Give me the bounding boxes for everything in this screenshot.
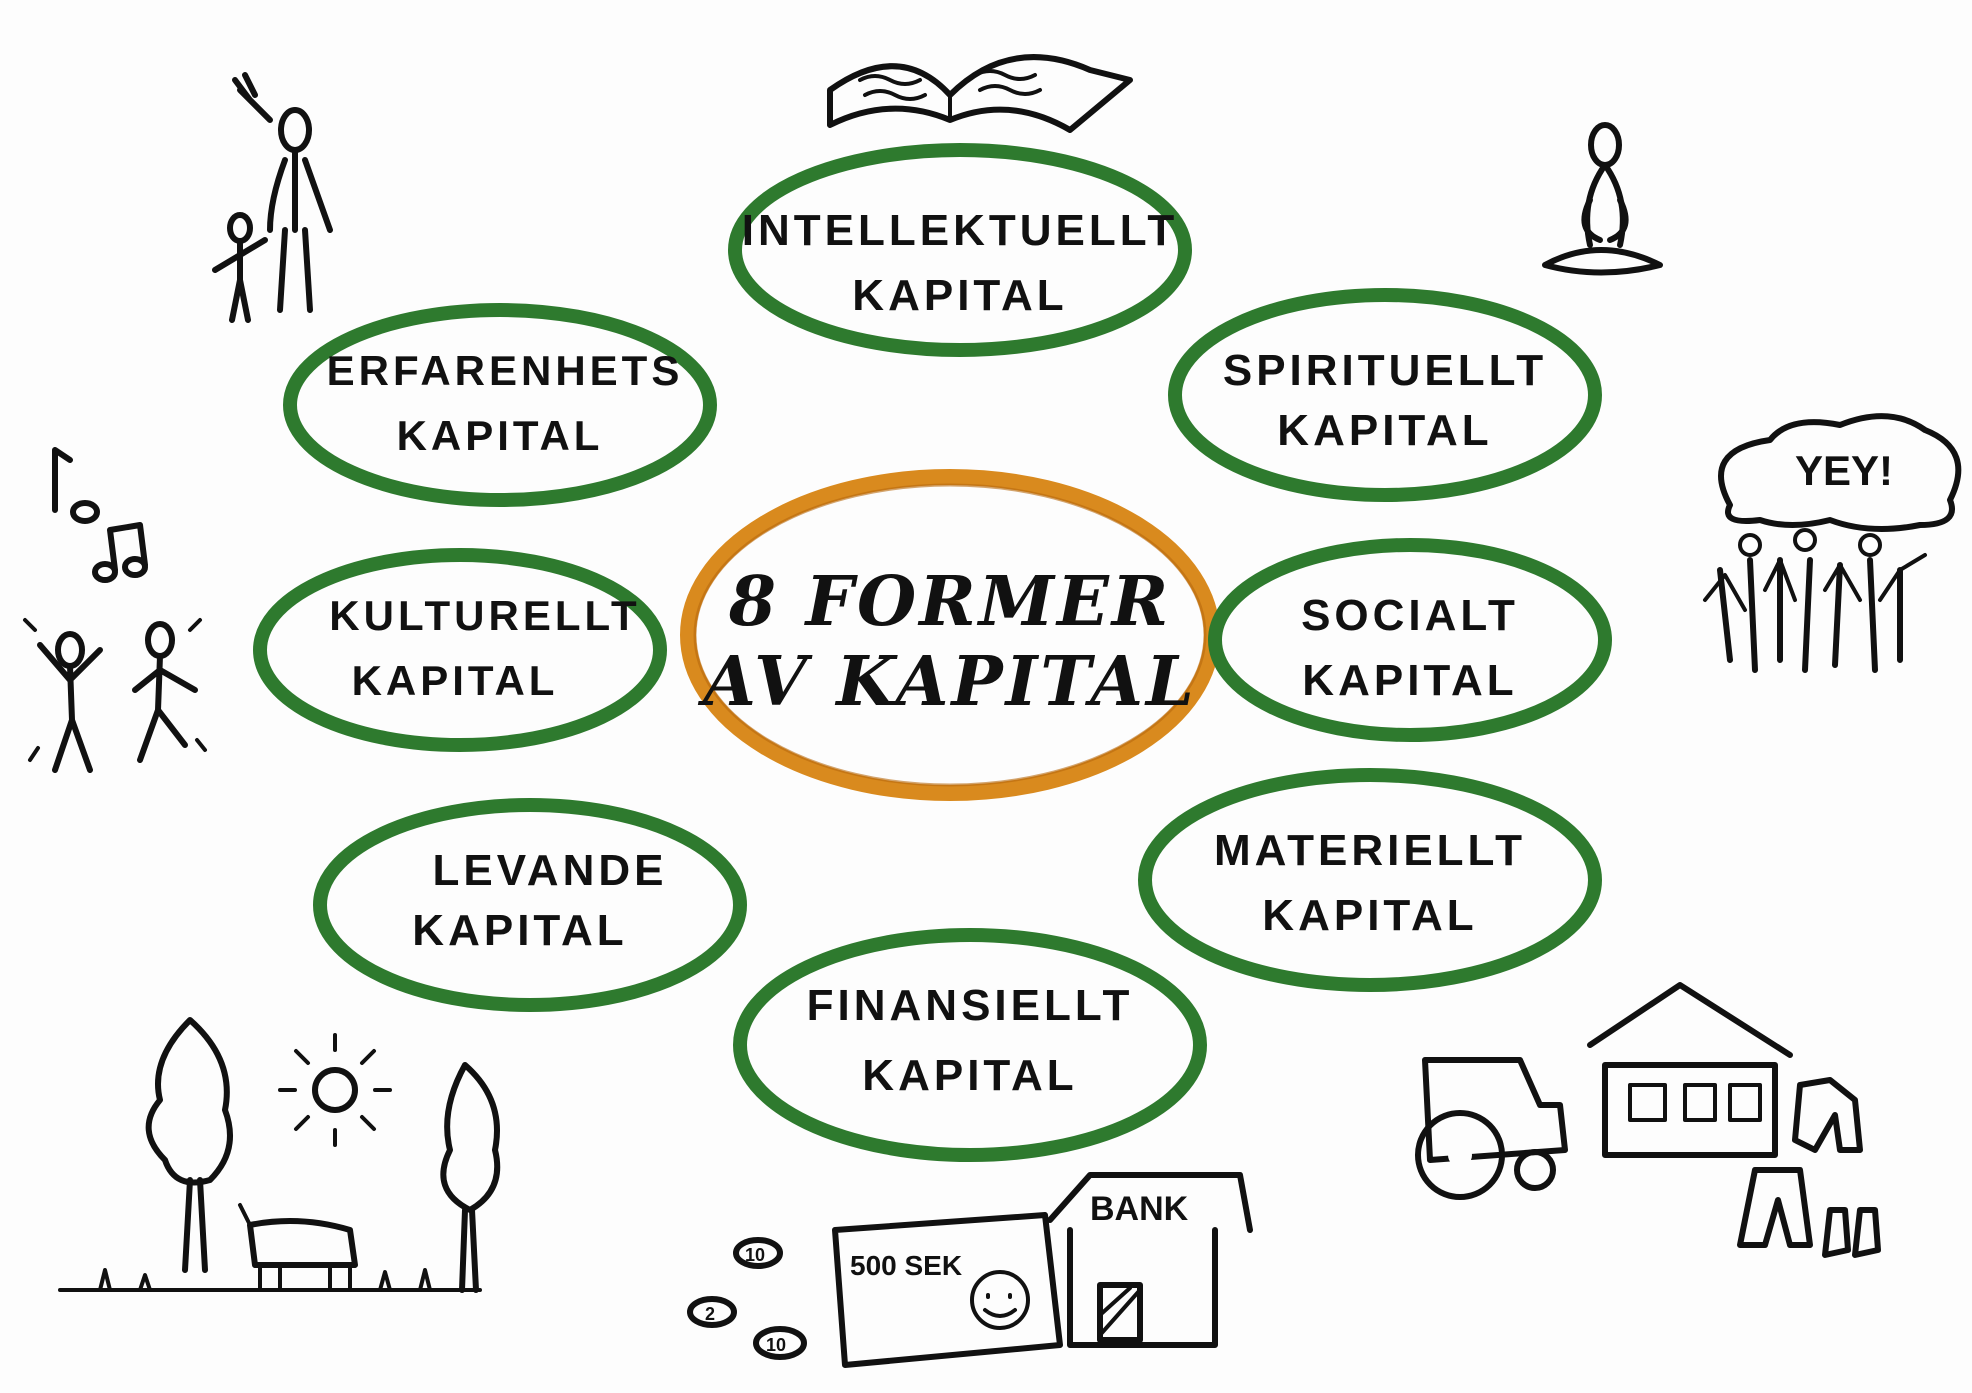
- form-label-line2: KAPITAL: [1302, 656, 1517, 705]
- form-label-line2: KAPITAL: [397, 412, 604, 459]
- form-label-line1: ERFARENHETS: [327, 347, 684, 394]
- capital-form-socialt: SOCIALT KAPITAL: [1208, 538, 1612, 742]
- meditation-icon: [1542, 122, 1663, 276]
- bank-sign-text: BANK: [1090, 1190, 1189, 1228]
- capital-form-spirituellt: SPIRITUELLT KAPITAL: [1168, 288, 1602, 502]
- coin-b-text: 2: [705, 1304, 715, 1324]
- bank-money-icon: 10 2 10 500 SEK BANK: [687, 1172, 1253, 1368]
- center-title-line1: 8 FORMER: [728, 562, 1172, 642]
- form-label-line1: FINANSIELLT: [807, 981, 1134, 1030]
- form-label-line2: KAPITAL: [352, 657, 559, 704]
- music-dancers-icon: [23, 447, 207, 773]
- capital-form-erfarenhets: ERFARENHETS KAPITAL: [283, 303, 717, 507]
- form-label-line1: SOCIALT: [1301, 591, 1519, 640]
- form-label-line2: KAPITAL: [862, 1051, 1077, 1100]
- material-goods-icon: [1415, 982, 1881, 1258]
- center-title-line2: AV KAPITAL: [697, 642, 1197, 722]
- book-icon: [827, 54, 1133, 133]
- capital-form-intellektuellt: INTELLEKTUELLT KAPITAL: [728, 143, 1192, 357]
- capital-form-finansiellt: FINANSIELLT KAPITAL: [733, 928, 1207, 1162]
- capital-form-kulturellt: KULTURELLT KAPITAL: [253, 548, 667, 752]
- capital-form-levande: LEVANDE KAPITAL: [313, 798, 747, 1012]
- form-label-line2: KAPITAL: [852, 271, 1067, 320]
- form-label-line1: MATERIELLT: [1214, 826, 1526, 875]
- crowd-cheering-icon: YEY!: [1703, 413, 1962, 673]
- coin-a-text: 10: [745, 1245, 765, 1265]
- form-label-line2: KAPITAL: [1262, 891, 1477, 940]
- coin-c-text: 10: [766, 1335, 786, 1355]
- nature-trees-sun-icon: [58, 1017, 501, 1293]
- form-label-line2: KAPITAL: [1277, 406, 1492, 455]
- form-label-line1: INTELLEKTUELLT: [742, 206, 1178, 255]
- center-node: 8 FORMER AV KAPITAL: [680, 469, 1220, 801]
- form-label-line2: KAPITAL: [412, 906, 627, 955]
- form-label-line1: SPIRITUELLT: [1223, 346, 1547, 395]
- capital-form-materiellt: MATERIELLT KAPITAL: [1138, 768, 1602, 992]
- speech-bubble-text: YEY!: [1795, 447, 1893, 494]
- family-figures-icon: [212, 72, 333, 323]
- form-label-line1: LEVANDE: [433, 846, 668, 895]
- form-label-line1: KULTURELLT: [329, 592, 640, 639]
- banknote-text: 500 SEK: [850, 1250, 962, 1281]
